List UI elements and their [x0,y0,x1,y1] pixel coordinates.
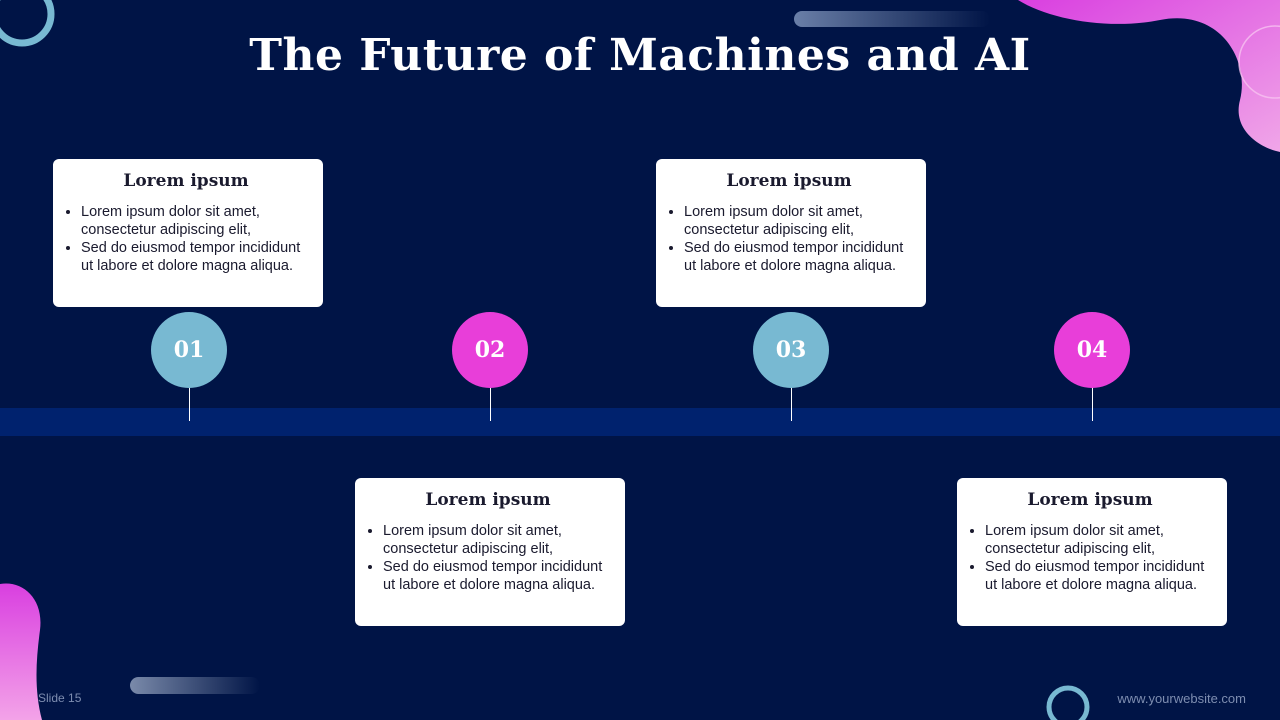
timeline-card-04: Lorem ipsum Lorem ipsum dolor sit amet, … [957,478,1227,626]
card-bullet-list: Lorem ipsum dolor sit amet, consectetur … [365,522,611,594]
card-bullet: Sed do eiusmod tempor incididunt ut labo… [81,239,309,275]
card-bullet: Sed do eiusmod tempor incididunt ut labo… [684,239,912,275]
timeline-card-03: Lorem ipsum Lorem ipsum dolor sit amet, … [656,159,926,307]
marker-number: 01 [173,337,205,363]
timeline-card-02: Lorem ipsum Lorem ipsum dolor sit amet, … [355,478,625,626]
card-title: Lorem ipsum [726,171,852,191]
card-title: Lorem ipsum [123,171,249,191]
card-bullet: Lorem ipsum dolor sit amet, consectetur … [383,522,611,558]
timeline-stem-03 [791,387,792,421]
timeline-marker-01: 01 [151,312,227,388]
decorative-gradient-bar-bottom [130,677,260,694]
marker-number: 04 [1076,337,1108,363]
decorative-gradient-bar-top [794,11,990,27]
card-bullet: Lorem ipsum dolor sit amet, consectetur … [985,522,1213,558]
decorative-ring-bottom [1046,685,1090,720]
decorative-ring-top-left [0,0,55,47]
card-bullet: Sed do eiusmod tempor incididunt ut labo… [383,558,611,594]
card-bullet-list: Lorem ipsum dolor sit amet, consectetur … [63,203,309,275]
timeline-stem-01 [189,387,190,421]
marker-number: 02 [474,337,506,363]
timeline-band [0,408,1280,436]
slide-number: Slide 15 [38,691,82,705]
timeline-stem-04 [1092,387,1093,421]
timeline-marker-04: 04 [1054,312,1130,388]
marker-number: 03 [775,337,807,363]
card-bullet: Lorem ipsum dolor sit amet, consectetur … [684,203,912,239]
card-title: Lorem ipsum [425,490,551,510]
card-bullet-list: Lorem ipsum dolor sit amet, consectetur … [666,203,912,275]
timeline-marker-03: 03 [753,312,829,388]
decorative-pink-blob-top-right [1018,0,1280,152]
decorative-pink-blob-bottom-left [0,583,42,720]
card-bullet: Sed do eiusmod tempor incididunt ut labo… [985,558,1213,594]
timeline-marker-02: 02 [452,312,528,388]
timeline-stem-02 [490,387,491,421]
card-bullet: Lorem ipsum dolor sit amet, consectetur … [81,203,309,239]
website-url: www.yourwebsite.com [1117,691,1246,706]
card-bullet-list: Lorem ipsum dolor sit amet, consectetur … [967,522,1213,594]
card-title: Lorem ipsum [1027,490,1153,510]
timeline-card-01: Lorem ipsum Lorem ipsum dolor sit amet, … [53,159,323,307]
page-title: The Future of Machines and AI [249,30,1031,81]
